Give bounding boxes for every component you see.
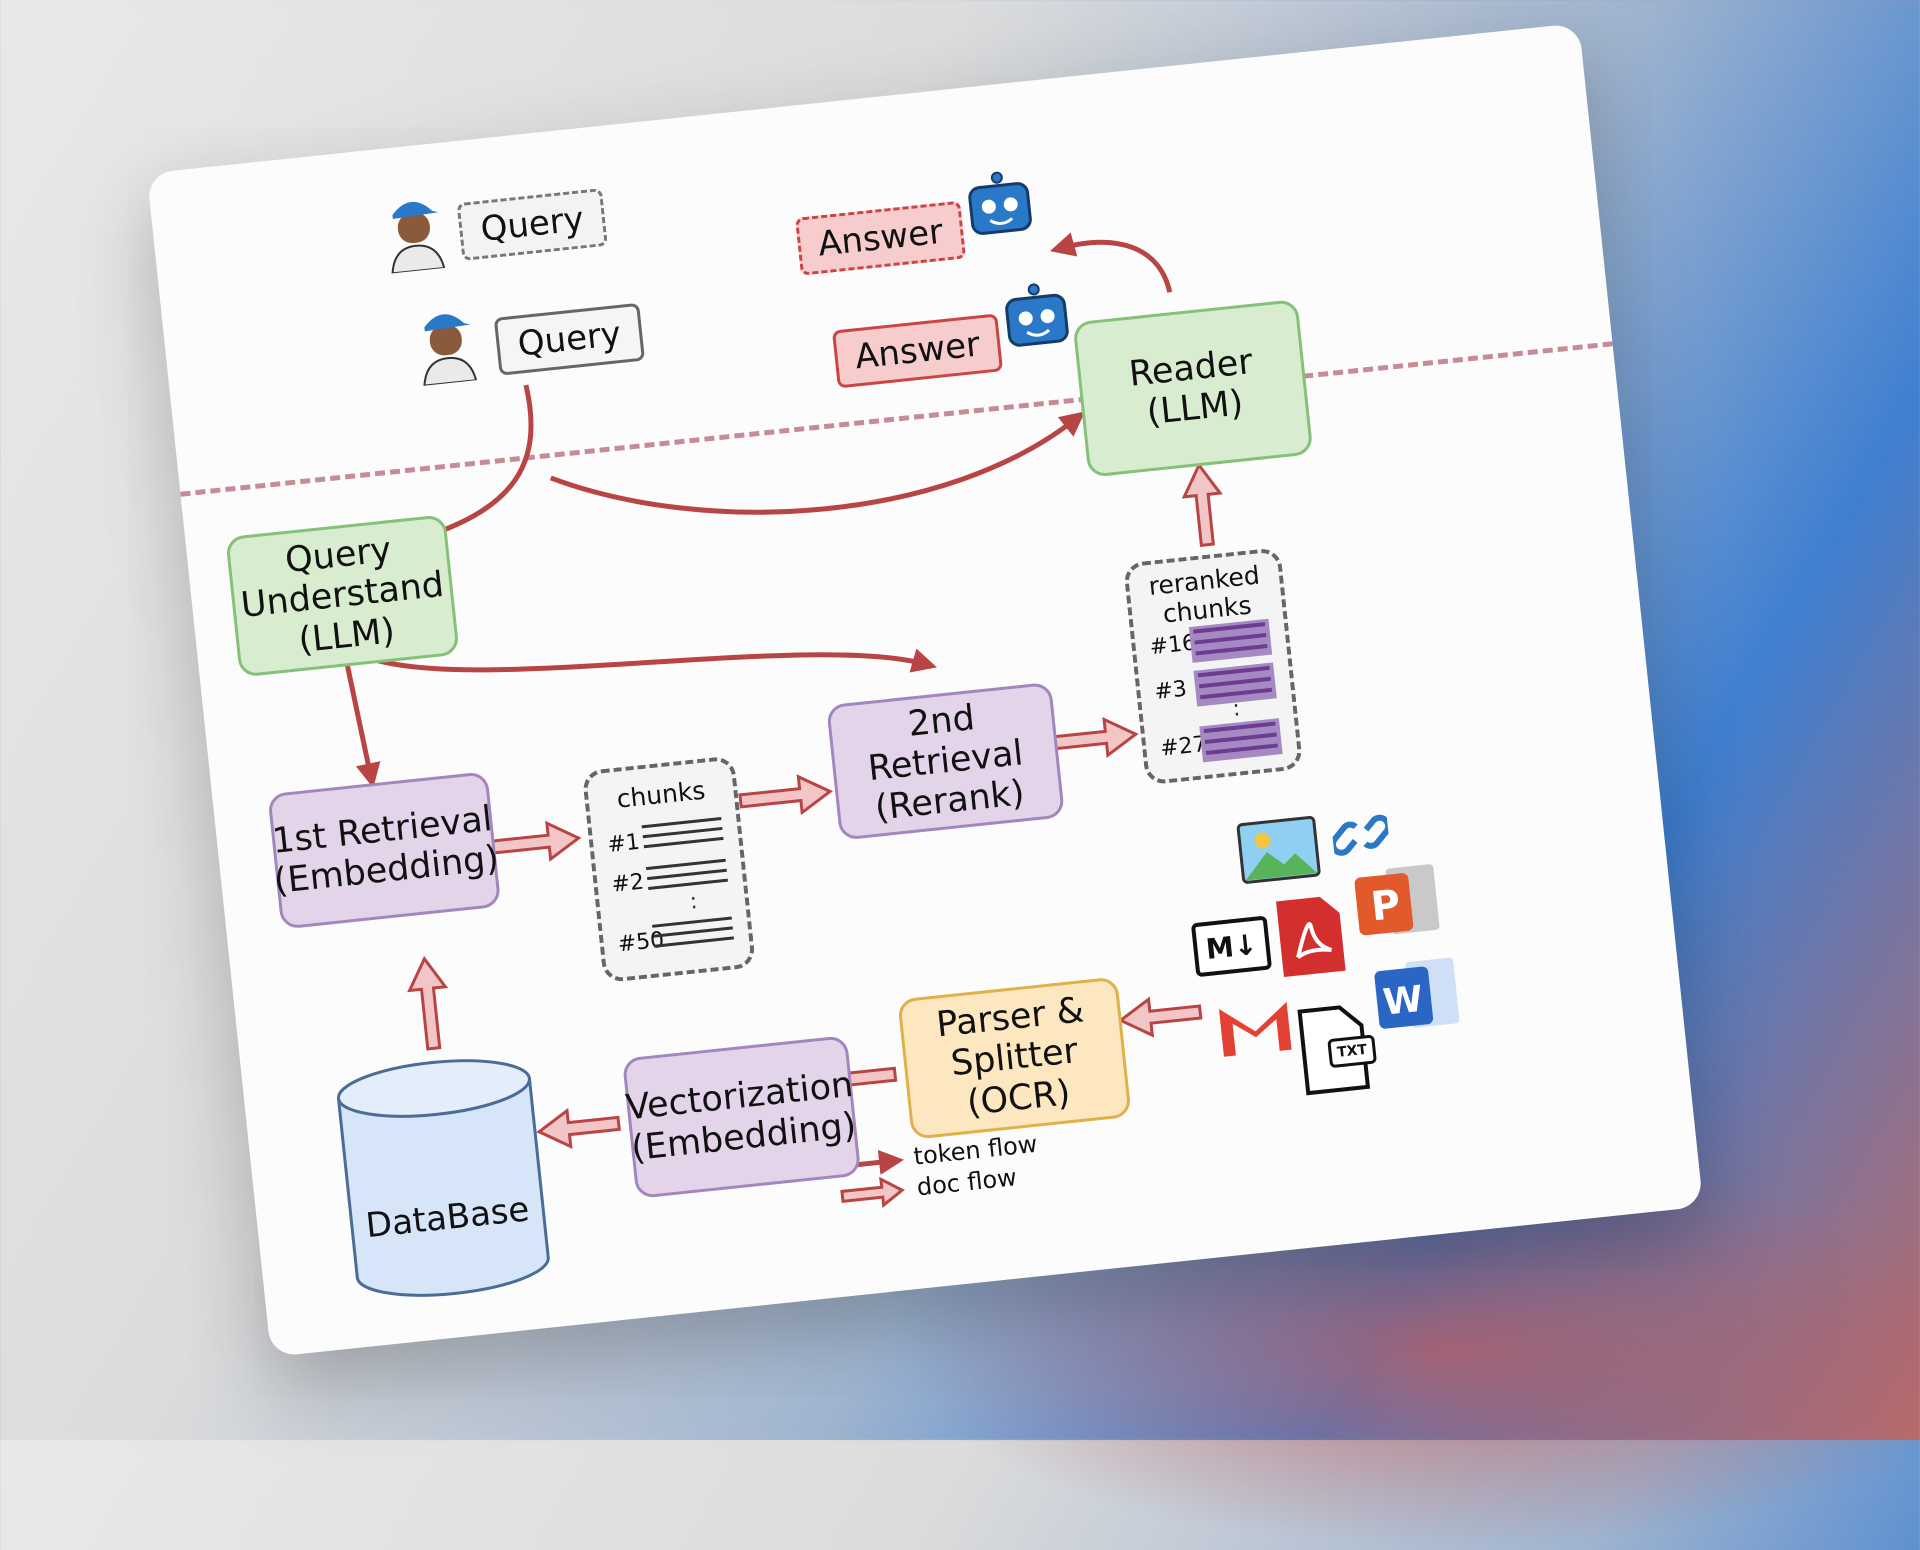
svg-text:W: W <box>1381 979 1425 1024</box>
reader-node: Reader (LLM) <box>1072 298 1314 478</box>
svg-text:P: P <box>1369 882 1403 931</box>
chunks-panel: chunks #1 #2 : #50 <box>581 755 757 984</box>
chunk-label: #1 <box>606 829 642 858</box>
txt-file-icon <box>1297 1005 1377 1096</box>
reranked-chunks-panel: reranked chunks #16 #3 : #27 <box>1122 547 1304 786</box>
chunk-ellipsis: : <box>688 889 699 915</box>
user-icon <box>423 314 478 387</box>
token-arrow-reader-to-answer <box>1049 232 1173 293</box>
markdown-icon: M↓ <box>1190 915 1273 978</box>
reranked-chunk-label: #3 <box>1153 676 1189 705</box>
user-icon <box>391 202 446 274</box>
diagram-card: Query Answer Query Answer Query Understa… <box>146 22 1704 1358</box>
chunk-lines <box>652 916 735 954</box>
chunks-title: chunks <box>615 775 707 814</box>
link-icon <box>1330 814 1392 856</box>
first-retrieval-node: 1st Retrieval (Embedding) <box>267 771 502 930</box>
image-file-icon <box>1236 815 1321 884</box>
chunk-lines <box>641 817 725 855</box>
powerpoint-icon: P <box>1354 864 1440 936</box>
second-retrieval-node: 2nd Retrieval (Rerank) <box>826 681 1066 841</box>
robot-icon <box>1005 283 1069 347</box>
legend-doc-arrow <box>840 1176 905 1209</box>
reranked-chunk-lines <box>1199 718 1283 763</box>
doc-arrow-files-to-parser <box>1117 996 1203 1038</box>
doc-arrow-vector-to-db <box>536 1107 621 1150</box>
pdf-icon <box>1276 896 1346 978</box>
doc-arrow-retrieval1-to-chunks <box>486 820 582 862</box>
database-cylinder <box>336 1059 550 1297</box>
parser-splitter-node: Parser & Splitter (OCR) <box>897 976 1132 1140</box>
doc-arrow-db-to-retrieval1 <box>407 955 449 1051</box>
flow-arrows <box>338 232 1223 1209</box>
reranked-chunk-lines <box>1188 618 1273 663</box>
chunk-label: #2 <box>610 869 646 898</box>
token-arrow-query-to-understand <box>416 384 534 544</box>
doc-arrow-reranked-to-reader <box>1181 462 1223 547</box>
query-understand-node: Query Understand (LLM) <box>225 514 460 678</box>
robot-icon <box>968 171 1032 235</box>
gmail-icon <box>1218 1001 1292 1057</box>
vectorization-node: Vectorization (Embedding) <box>621 1035 862 1199</box>
word-icon: W <box>1374 957 1460 1029</box>
token-arrow-query-to-reader <box>549 411 1086 515</box>
chunk-lines <box>645 858 729 897</box>
doc-arrow-chunks-to-rerank <box>738 774 833 816</box>
